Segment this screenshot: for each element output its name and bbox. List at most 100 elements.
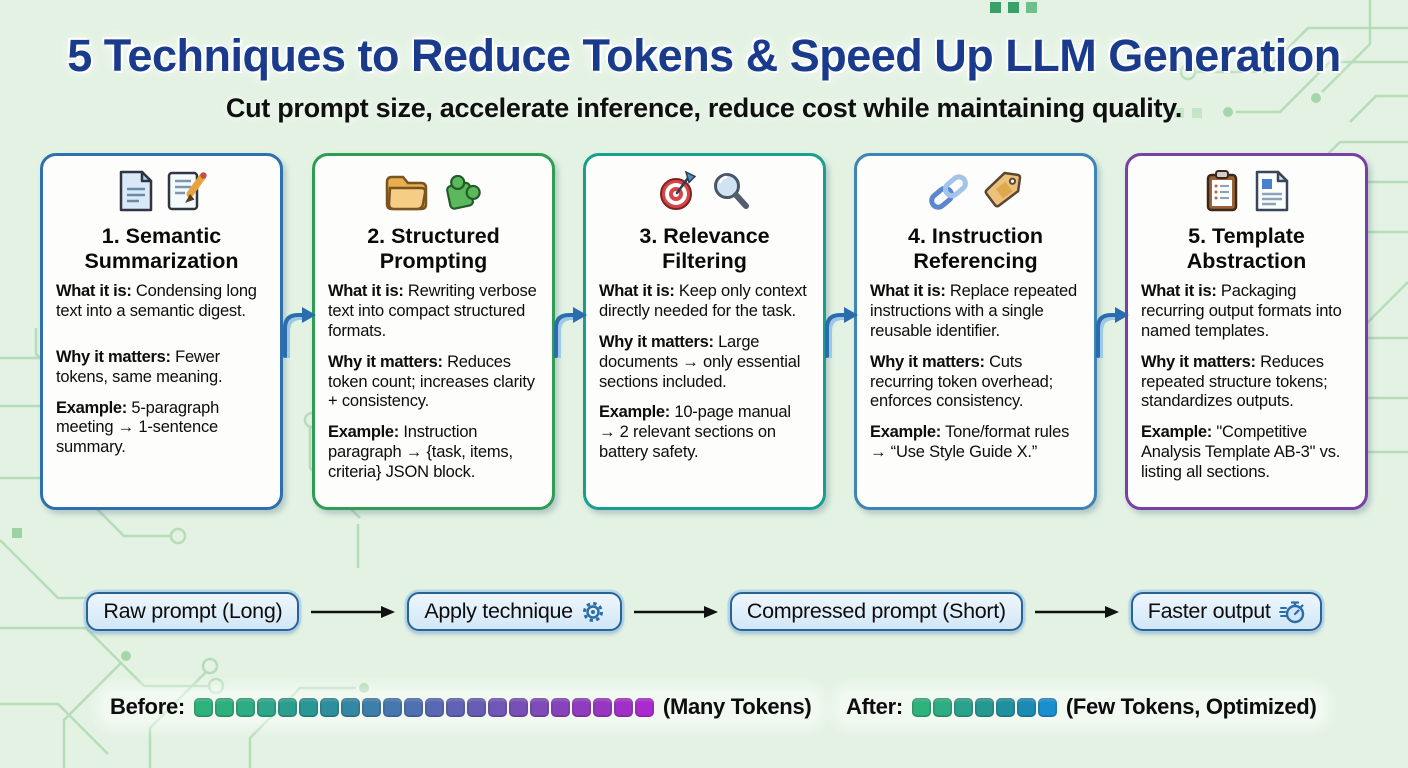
before-caption: (Many Tokens) — [662, 694, 812, 719]
clipboard-icon — [1206, 170, 1238, 212]
card-icons — [1141, 168, 1352, 214]
tag-icon — [984, 171, 1022, 208]
flow-step-apply-technique: Apply technique — [407, 592, 622, 631]
card-icons — [599, 168, 810, 214]
token-square — [550, 697, 570, 717]
before-label: Before: — [110, 694, 185, 719]
folder-icon — [385, 175, 428, 211]
card-template-abstraction: 5. Template Abstraction What it is: Pack… — [1125, 153, 1368, 510]
token-square — [403, 697, 423, 717]
after-token-strip — [911, 697, 1057, 717]
card-example: Example: Tone/format rules → “Use Style … — [870, 423, 1081, 463]
card-example: Example: 5-paragraph meeting → 1-sentenc… — [56, 399, 267, 458]
token-square — [529, 697, 549, 717]
token-square — [911, 697, 931, 717]
magnifier-icon — [714, 173, 749, 209]
card-what: What it is: Rewriting verbose text into … — [328, 282, 539, 341]
card-example-text: 10-page manual → 2 relevant sections on … — [599, 403, 791, 462]
card-why: Why it matters: Large documents → only e… — [599, 333, 810, 392]
card-what-label: What it is: — [328, 282, 404, 301]
token-square — [361, 697, 381, 717]
card-why-text: Reduces repeated structure tokens; stand… — [1141, 352, 1328, 411]
card-why: Why it matters: Reduces repeated structu… — [1141, 353, 1352, 412]
flow-arrow-icon — [633, 605, 718, 618]
card-title: 3. Relevance Filtering — [639, 224, 770, 273]
gear-icon — [582, 601, 603, 622]
card-what-label: What it is: — [1141, 282, 1217, 301]
token-square — [592, 697, 612, 717]
card-what-label: What it is: — [56, 282, 132, 301]
card-example-label: Example: — [328, 423, 399, 442]
card-why-label: Why it matters: — [1141, 352, 1256, 371]
token-square — [256, 697, 276, 717]
flow-step-label: Faster output — [1147, 599, 1271, 623]
card-why-text: Fewer tokens, same meaning. — [56, 348, 223, 386]
target-icon — [660, 170, 697, 210]
card-connector-arrow — [554, 307, 587, 358]
token-square — [277, 697, 297, 717]
card-why-text: Reduces token count; increases clarity +… — [328, 352, 535, 411]
document-icon — [119, 170, 153, 212]
card-what-text: Condensing long text into a semantic dig… — [56, 282, 257, 321]
card-title: 2. Structured Prompting — [367, 224, 500, 273]
card-icons — [56, 168, 267, 214]
card-title: 1. Semantic Summarization — [84, 224, 239, 273]
token-square — [235, 697, 255, 717]
card-why: Why it matters: Reduces token count; inc… — [328, 353, 539, 412]
before-legend: Before: (Many Tokens) — [104, 692, 818, 722]
memo-pencil-icon — [167, 171, 207, 211]
card-what: What it is: Packaging recurring output f… — [1141, 282, 1352, 341]
card-icons — [328, 168, 539, 214]
token-square — [424, 697, 444, 717]
card-example-text: 5-paragraph meeting → 1-sentence summary… — [56, 398, 220, 457]
card-example-text: Instruction paragraph → {task, items, cr… — [328, 423, 513, 481]
token-square — [214, 697, 234, 717]
card-title: 4. Instruction Referencing — [908, 224, 1043, 273]
card-connector-arrow — [1096, 307, 1129, 358]
card-icons — [870, 168, 1081, 214]
flow-step-compressed-prompt: Compressed prompt (Short) — [729, 592, 1023, 631]
card-example-label: Example: — [1141, 423, 1212, 442]
token-square — [932, 697, 952, 717]
card-example-text: Tone/format rules → “Use Style Guide X.” — [870, 423, 1070, 462]
token-square — [974, 697, 994, 717]
card-title: 5. Template Abstraction — [1186, 224, 1307, 273]
token-square — [613, 697, 633, 717]
page-title: 5 Techniques to Reduce Tokens & Speed Up… — [67, 30, 1341, 81]
card-what-text: Rewriting verbose text into compact stru… — [328, 282, 537, 341]
token-square — [298, 697, 318, 717]
token-square — [487, 697, 507, 717]
card-semantic-summarization: 1. Semantic Summarization What it is: Co… — [40, 153, 283, 510]
after-legend: After: (Few Tokens, Optimized) — [840, 692, 1323, 722]
card-example: Example: 10-page manual → 2 relevant sec… — [599, 403, 810, 462]
card-what-text: Replace repeated instructions with a sin… — [870, 282, 1077, 341]
card-connector-arrow — [283, 307, 316, 358]
after-caption: (Few Tokens, Optimized) — [1065, 694, 1317, 719]
card-what: What it is: Condensing long text into a … — [56, 282, 267, 322]
card-connector-arrow — [825, 307, 858, 358]
flow-step-label: Apply technique — [424, 599, 573, 623]
card-why-text: Large documents → only essential section… — [599, 333, 801, 391]
before-token-strip — [193, 697, 654, 717]
card-example: Example: "Competitive Analysis Template … — [1141, 423, 1352, 482]
card-why-label: Why it matters: — [328, 352, 443, 371]
chain-link-icon — [929, 174, 968, 210]
card-why-label: Why it matters: — [870, 352, 985, 371]
token-square — [953, 697, 973, 717]
card-structured-prompting: 2. Structured Prompting What it is: Rewr… — [312, 153, 555, 510]
token-square — [508, 697, 528, 717]
token-square — [382, 697, 402, 717]
flow-step-faster-output: Faster output — [1130, 592, 1322, 631]
stopwatch-icon — [1278, 600, 1304, 623]
card-instruction-referencing: 4. Instruction Referencing What it is: R… — [854, 153, 1097, 510]
card-example-label: Example: — [599, 403, 670, 422]
card-why-label: Why it matters: — [56, 348, 171, 367]
token-square — [466, 697, 486, 717]
flow-arrow-icon — [1034, 605, 1119, 618]
card-why: Why it matters: Fewer tokens, same meani… — [56, 348, 267, 388]
card-example: Example: Instruction paragraph → {task, … — [328, 423, 539, 482]
after-label: After: — [846, 694, 903, 719]
card-relevance-filtering: 3. Relevance Filtering What it is: Keep … — [583, 153, 826, 510]
card-example-text: "Competitive Analysis Template AB-3" vs.… — [1141, 423, 1341, 481]
card-what-label: What it is: — [870, 282, 946, 301]
